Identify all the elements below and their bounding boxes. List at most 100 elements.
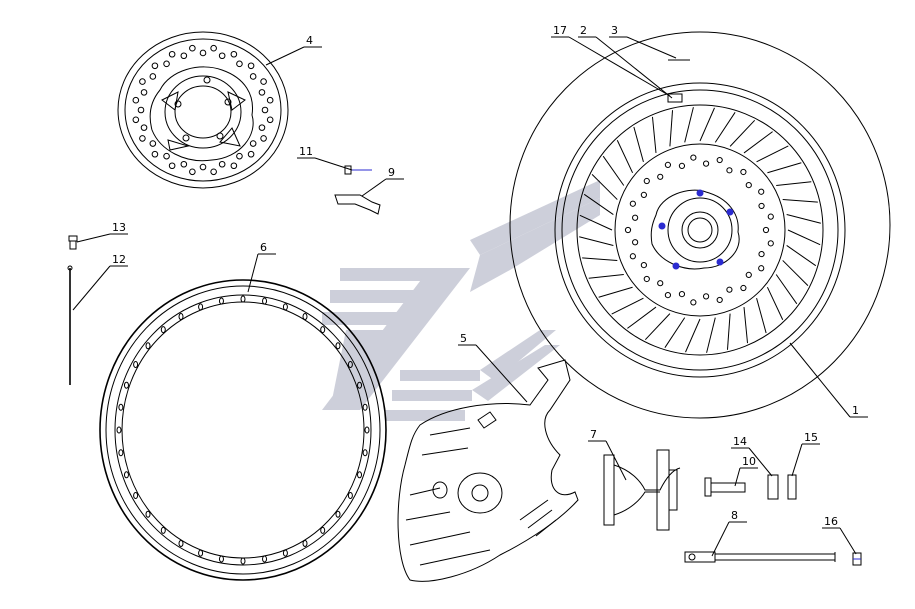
disc-hole (260, 135, 267, 142)
disc-hole (657, 173, 664, 180)
disc-mount-hole (224, 98, 232, 106)
bolt-icon (344, 165, 372, 175)
rim-hole (160, 326, 166, 334)
disc-hole (168, 50, 176, 58)
disc-hole (218, 52, 226, 60)
valve-cap-icon (852, 552, 862, 566)
callout-leader (568, 36, 671, 97)
rim-hole (320, 526, 326, 534)
disc-hole (690, 154, 697, 161)
callout-leader (475, 344, 528, 403)
disc-hole (230, 50, 238, 58)
callout-leader (265, 46, 305, 66)
callout-leader (247, 253, 259, 293)
spoke-line (729, 119, 756, 147)
spoke-line (602, 155, 625, 186)
spoke-line (591, 174, 618, 200)
disc-hole (266, 116, 274, 124)
callout-9: 9 (388, 166, 395, 179)
rim-hole (262, 297, 268, 305)
rim-hole (357, 381, 363, 389)
spacer-icon (767, 474, 797, 500)
disc-hole (163, 60, 170, 68)
spoke-line (786, 245, 817, 267)
callout-4: 4 (306, 34, 313, 47)
rim-hole (178, 539, 184, 547)
rim-hole (282, 549, 288, 557)
callout-15: 15 (804, 431, 818, 444)
spoke-line (782, 199, 818, 203)
callout-7: 7 (590, 428, 597, 441)
callout-2: 2 (580, 24, 587, 37)
disc-hole (758, 250, 765, 258)
spoke-line (611, 297, 644, 315)
rim-hole (302, 539, 308, 547)
disc-hole (624, 226, 632, 234)
spoke-nipple-icon (68, 235, 78, 250)
rim-hole (145, 510, 151, 518)
disc-hole (726, 286, 733, 293)
disc-hole (758, 188, 765, 195)
callout-leader (595, 36, 673, 99)
disc-hole (258, 89, 266, 96)
disc-hole (140, 89, 148, 96)
rim-hole (118, 403, 124, 411)
rim-hole (198, 549, 204, 557)
rim-hole (198, 303, 204, 311)
spoke-line (579, 236, 614, 246)
callout-leader (791, 443, 803, 477)
spoke-line (579, 214, 613, 231)
disc-hole (767, 240, 774, 247)
disc-hole (149, 140, 157, 147)
rim-hole (347, 492, 353, 499)
disc-hole (758, 202, 765, 210)
callout-17: 17 (553, 24, 567, 37)
rim-hole (218, 297, 224, 305)
disc-hole (163, 152, 170, 160)
disc-hole (740, 168, 747, 176)
disc-hole (643, 275, 650, 283)
spoke-line (669, 110, 674, 147)
disc-mount-hole (182, 134, 190, 142)
disc-hole (247, 150, 255, 158)
disc-hole (189, 168, 196, 176)
disc-hole (236, 60, 243, 68)
spoke-line (582, 257, 618, 261)
spoke-line (775, 274, 798, 305)
spoke-line (726, 313, 731, 350)
disc-hole (664, 291, 672, 299)
disc-hole (726, 167, 733, 174)
disc-hole (657, 280, 664, 287)
rim-hole (240, 295, 246, 303)
rim-hole (335, 510, 341, 518)
disc-hole (258, 124, 266, 131)
disc-hole (640, 191, 647, 199)
disc-hole (151, 150, 159, 158)
bracket-icon (334, 194, 381, 215)
disc-hole (702, 293, 710, 300)
rim-hole (262, 555, 268, 563)
callout-16: 16 (824, 515, 838, 528)
disc-hole (632, 214, 639, 221)
callout-leader (839, 527, 857, 555)
spoke-line (776, 181, 812, 186)
wheel-axle-icon (684, 551, 836, 563)
disc-hole (767, 213, 774, 220)
callout-leader (76, 233, 111, 243)
disc-hole (643, 177, 650, 185)
rim-hole (116, 426, 122, 434)
spoke-line (787, 229, 821, 246)
spoke-line (644, 313, 671, 341)
disc-hole (249, 73, 257, 80)
disc-hole (629, 253, 636, 260)
disc-hole (180, 52, 188, 60)
callout-leader (72, 265, 111, 311)
disc-hole (137, 106, 145, 114)
rim-hole (123, 381, 129, 389)
callout-leader (314, 157, 353, 171)
rim-hole (218, 555, 224, 563)
watermark-logo-icon (322, 180, 600, 421)
disc-hole (218, 160, 226, 168)
disc-hole (266, 96, 274, 104)
